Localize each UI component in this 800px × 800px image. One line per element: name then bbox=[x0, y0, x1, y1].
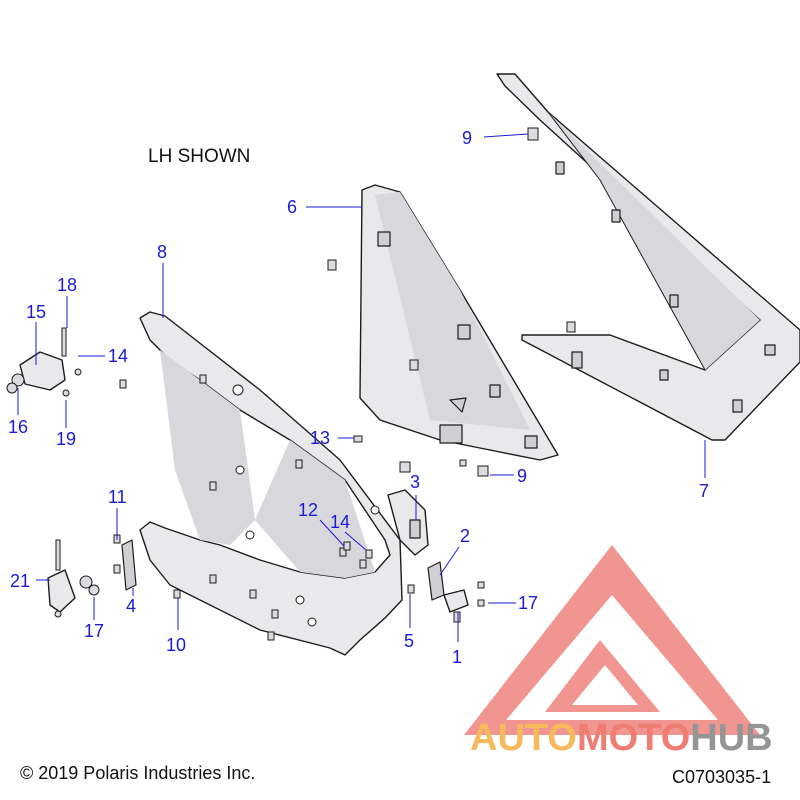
copyright-notice: © 2019 Polaris Industries Inc. bbox=[20, 763, 255, 783]
callout-18: 17 bbox=[518, 593, 538, 613]
side-panel-part-7 bbox=[496, 73, 800, 441]
callouts: 8 6 9 9 7 13 3 2 1 17 5 10 4 11 12 14 15… bbox=[8, 128, 709, 667]
bracket-part-16 bbox=[6, 327, 82, 397]
callout-3: 3 bbox=[410, 472, 420, 492]
bracket-part-21 bbox=[47, 539, 100, 618]
callout-5: 5 bbox=[404, 631, 414, 651]
callout-19: 18 bbox=[57, 275, 77, 295]
hinge-part-3 bbox=[387, 489, 429, 556]
watermark-auto: AUTO bbox=[470, 717, 577, 759]
callout-4: 4 bbox=[126, 596, 136, 616]
watermark-logo: AUTOMOTOHUB bbox=[464, 545, 773, 759]
callout-21: 21 bbox=[10, 571, 30, 591]
leader-lines bbox=[17, 133, 706, 642]
watermark-hub: HUB bbox=[690, 717, 772, 759]
callout-11: 11 bbox=[108, 487, 127, 507]
callout-17a: 16 bbox=[8, 417, 28, 437]
watermark-moto: MOTO bbox=[577, 717, 690, 759]
callout-10: 10 bbox=[166, 635, 186, 655]
callout-13: 14 bbox=[330, 512, 350, 532]
callout-17b: 17 bbox=[84, 621, 104, 641]
callout-16: 15 bbox=[26, 302, 46, 322]
lh-shown-caption: LH SHOWN bbox=[148, 146, 250, 167]
callout-9a: 9 bbox=[462, 128, 472, 148]
clip-part-4 bbox=[113, 534, 137, 591]
callout-2: 2 bbox=[460, 526, 470, 546]
fasteners bbox=[173, 435, 485, 607]
callout-9b: 9 bbox=[517, 466, 527, 486]
callout-20: 19 bbox=[56, 429, 76, 449]
front-panel-part-6 bbox=[327, 184, 559, 477]
callout-7: 7 bbox=[699, 481, 709, 501]
callout-6: 6 bbox=[287, 197, 297, 217]
svg-text:AUTOMOTOHUB: AUTOMOTOHUB bbox=[470, 717, 773, 759]
callout-14: 13 bbox=[310, 428, 330, 448]
callout-1: 1 bbox=[452, 647, 462, 667]
callout-8: 8 bbox=[157, 242, 167, 262]
latch-part-2 bbox=[427, 561, 445, 601]
callout-12: 12 bbox=[298, 500, 318, 520]
diagram-code: C0703035-1 bbox=[672, 767, 771, 787]
callout-15: 14 bbox=[108, 346, 128, 366]
striker-part-1 bbox=[443, 589, 469, 623]
